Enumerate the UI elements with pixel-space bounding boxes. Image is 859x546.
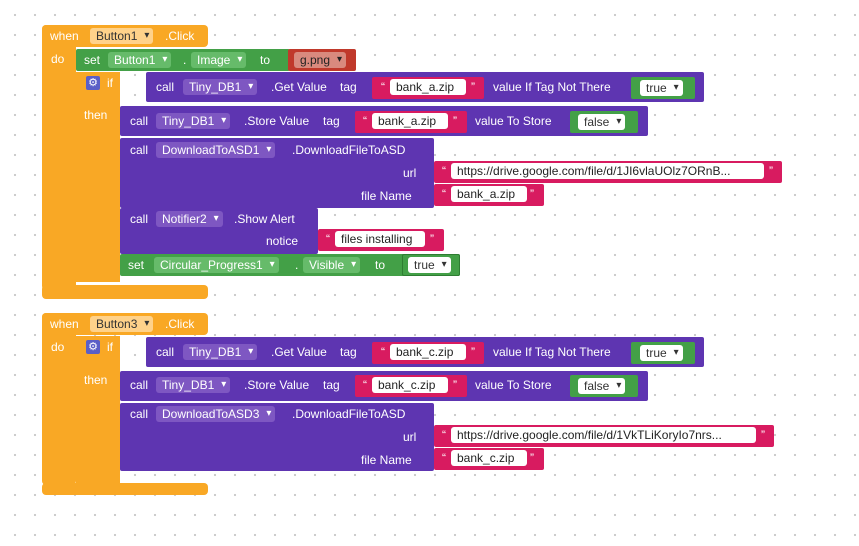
event-component-dropdown[interactable]: Button3: [90, 316, 154, 332]
file-name-label: file Name: [361, 453, 412, 467]
store-value-label: value To Store: [475, 378, 552, 392]
dot-label: .: [295, 258, 299, 272]
event-button3-body-spine: [42, 313, 76, 485]
quote-open: “: [442, 187, 446, 201]
notice-text-field[interactable]: files installing: [335, 231, 425, 247]
quote-open: “: [442, 164, 446, 178]
if-label: if: [107, 340, 113, 354]
quote-open: “: [326, 232, 330, 246]
download-component-dropdown[interactable]: DownloadToASD3: [156, 406, 276, 422]
if-block[interactable]: [76, 72, 120, 282]
quote-open: “: [442, 428, 446, 442]
if-block[interactable]: [76, 336, 120, 486]
fallback-label: value If Tag Not There: [493, 345, 611, 359]
store-tag-text-field[interactable]: bank_a.zip: [372, 113, 448, 129]
event-button3-bottom: [42, 483, 208, 495]
call-label: call: [130, 407, 149, 421]
url-text-field[interactable]: https://drive.google.com/file/d/1JI6vlaU…: [451, 163, 764, 179]
dot-label: .: [183, 53, 187, 67]
set-label: set: [84, 53, 101, 67]
gear-icon[interactable]: ⚙: [86, 340, 100, 354]
quote-close: ”: [453, 378, 457, 392]
call-label: call: [130, 212, 149, 226]
store-tag-text-field[interactable]: bank_c.zip: [372, 377, 448, 393]
file-name-text-field[interactable]: bank_a.zip: [451, 186, 527, 202]
quote-open: “: [442, 451, 446, 465]
if-label: if: [107, 76, 113, 90]
store-value-dropdown[interactable]: false: [578, 114, 626, 130]
to-label: to: [375, 258, 386, 272]
tag-text-field[interactable]: bank_a.zip: [390, 79, 466, 95]
url-label: url: [403, 166, 417, 180]
set-label: set: [128, 258, 145, 272]
when-label: when: [50, 317, 79, 331]
tag-text-field[interactable]: bank_c.zip: [390, 344, 466, 360]
set-component-dropdown[interactable]: Button1: [108, 52, 172, 68]
get-method-label: .Get Value: [271, 345, 327, 359]
download-method-label: .DownloadFileToASD: [292, 407, 406, 421]
alert-method-label: .Show Alert: [234, 212, 295, 226]
store-method-label: .Store Value: [244, 114, 310, 128]
notice-label: notice: [266, 234, 299, 248]
store-value-label: value To Store: [475, 114, 552, 128]
call-label: call: [130, 143, 149, 157]
fallback-dropdown[interactable]: true: [640, 80, 683, 96]
quote-close: ”: [530, 187, 534, 201]
tag-label: tag: [323, 114, 340, 128]
quote-close: ”: [453, 114, 457, 128]
alert-component-dropdown[interactable]: Notifier2: [156, 211, 223, 227]
quote-open: “: [363, 378, 367, 392]
call-label: call: [156, 345, 175, 359]
fallback-dropdown[interactable]: true: [640, 345, 683, 361]
quote-close: ”: [471, 345, 475, 359]
call-label: call: [156, 80, 175, 94]
visible-component-dropdown[interactable]: Circular_Progress1: [154, 257, 279, 273]
quote-open: “: [363, 114, 367, 128]
store-method-label: .Store Value: [244, 378, 310, 392]
tag-label: tag: [323, 378, 340, 392]
file-name-text-field[interactable]: bank_c.zip: [451, 450, 527, 466]
quote-close: ”: [530, 451, 534, 465]
gear-icon[interactable]: ⚙: [86, 76, 100, 90]
quote-close: ”: [761, 428, 765, 442]
quote-close: ”: [430, 232, 434, 246]
get-component-dropdown[interactable]: Tiny_DB1: [183, 79, 258, 95]
then-label: then: [84, 108, 108, 122]
do-label: do: [51, 52, 65, 66]
set-property-dropdown[interactable]: Image: [191, 52, 247, 68]
event-name: .Click: [165, 29, 195, 43]
file-name-label: file Name: [361, 189, 412, 203]
get-method-label: .Get Value: [271, 80, 327, 94]
quote-open: “: [381, 345, 385, 359]
url-label: url: [403, 430, 417, 444]
image-value-dropdown[interactable]: g.png: [294, 52, 347, 68]
download-component-dropdown[interactable]: DownloadToASD1: [156, 142, 276, 158]
event-component-dropdown[interactable]: Button1: [90, 28, 154, 44]
tag-label: tag: [340, 345, 357, 359]
to-label: to: [260, 53, 271, 67]
call-label: call: [130, 378, 149, 392]
tag-label: tag: [340, 80, 357, 94]
event-name: .Click: [165, 317, 195, 331]
store-component-dropdown[interactable]: Tiny_DB1: [156, 377, 231, 393]
quote-open: “: [381, 80, 385, 94]
event-button1-body-spine: [42, 25, 76, 290]
store-value-dropdown[interactable]: false: [578, 378, 626, 394]
event-button1-bottom: [42, 285, 208, 299]
visible-value-dropdown[interactable]: true: [408, 257, 451, 273]
when-label: when: [50, 29, 79, 43]
store-component-dropdown[interactable]: Tiny_DB1: [156, 113, 231, 129]
download-method-label: .DownloadFileToASD: [292, 143, 406, 157]
do-label: do: [51, 340, 65, 354]
visible-property-dropdown[interactable]: Visible: [303, 257, 361, 273]
fallback-label: value If Tag Not There: [493, 80, 611, 94]
get-component-dropdown[interactable]: Tiny_DB1: [183, 344, 258, 360]
quote-close: ”: [769, 164, 773, 178]
quote-close: ”: [471, 80, 475, 94]
call-label: call: [130, 114, 149, 128]
then-label: then: [84, 373, 108, 387]
url-text-field[interactable]: https://drive.google.com/file/d/1VkTLiKo…: [451, 427, 756, 443]
